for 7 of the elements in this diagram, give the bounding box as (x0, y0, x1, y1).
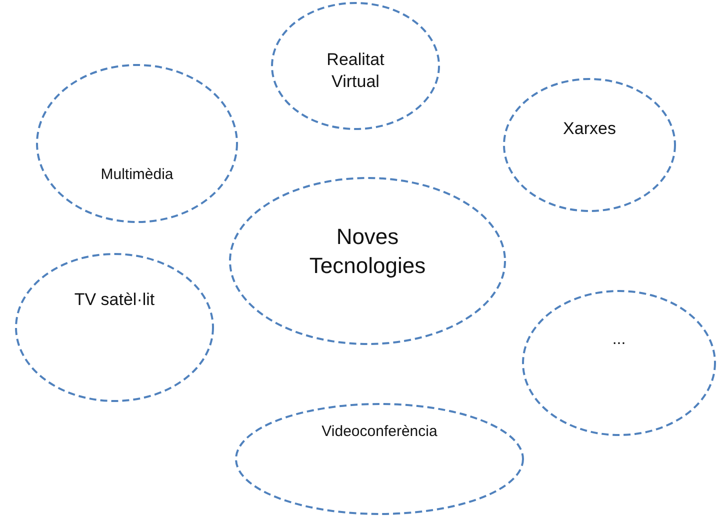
node-label: Multimèdia (100, 165, 174, 184)
node-label: ... (611, 330, 627, 350)
node-label: Noves Tecnologies (308, 223, 427, 280)
node-label: TV satèl·lit (73, 289, 156, 311)
node-label: Realitat Virtual (326, 49, 386, 94)
node-label: Xarxes (562, 118, 617, 140)
node-label: Videoconferència (320, 422, 438, 442)
